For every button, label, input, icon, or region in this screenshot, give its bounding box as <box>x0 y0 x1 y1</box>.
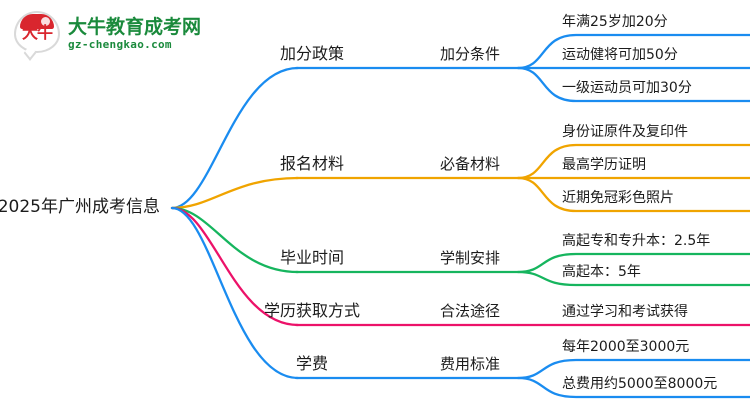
connector-path <box>516 143 750 180</box>
connector-path <box>516 270 750 287</box>
mindmap-l3-node-4-1[interactable]: 通过学习和考试获得 <box>562 304 688 320</box>
mindmap-l3-node-3-2[interactable]: 高起本：5年 <box>562 264 641 280</box>
connector-path <box>516 252 750 274</box>
logo-subtitle: gz-chengkao.com <box>68 38 172 51</box>
mindmap-l3-node-3-1[interactable]: 高起专和专升本：2.5年 <box>562 233 711 249</box>
mindmap-l3-node-1-2[interactable]: 运动健将可加50分 <box>562 47 678 63</box>
connector-path <box>516 376 750 399</box>
site-logo: 大牛 大牛教育成考网 gz-chengkao.com <box>14 8 204 61</box>
mindmap-l3-node-2-2[interactable]: 最高学历证明 <box>562 157 646 173</box>
connector-path <box>170 206 300 380</box>
logo-mark-text: 大牛 <box>21 23 53 42</box>
connector-path <box>170 176 300 210</box>
mindmap-l2-node-1[interactable]: 加分条件 <box>439 45 501 63</box>
connector-path <box>516 358 750 380</box>
connector-path <box>516 66 750 103</box>
mindmap-root-node[interactable]: 2025年广州成考信息 <box>0 197 160 217</box>
connector-path <box>170 66 300 210</box>
mindmap-l2-node-2[interactable]: 必备材料 <box>439 155 501 173</box>
logo-bull-icon: 大牛 <box>14 11 60 61</box>
mindmap-l3-node-2-3[interactable]: 近期免冠彩色照片 <box>562 190 674 206</box>
mindmap-l2-node-5[interactable]: 费用标准 <box>439 355 501 373</box>
mindmap-l3-node-5-2[interactable]: 总费用约5000至8000元 <box>562 376 718 392</box>
mindmap-l1-node-3[interactable]: 毕业时间 <box>279 248 345 267</box>
mindmap-l1-node-1[interactable]: 加分政策 <box>279 44 345 63</box>
connector-path <box>516 176 750 213</box>
connector-path <box>170 206 300 327</box>
mindmap-l3-node-1-3[interactable]: 一级运动员可加30分 <box>562 80 692 96</box>
mindmap-l1-node-5[interactable]: 学费 <box>295 354 329 373</box>
mindmap-l3-node-1-1[interactable]: 年满25岁加20分 <box>562 14 668 30</box>
mindmap-l1-node-2[interactable]: 报名材料 <box>279 154 345 173</box>
connector-path <box>516 33 750 70</box>
mindmap-l2-node-4[interactable]: 合法途径 <box>439 302 501 320</box>
mindmap-l2-node-3[interactable]: 学制安排 <box>439 249 501 267</box>
mindmap-l1-node-4[interactable]: 学历获取方式 <box>263 301 361 320</box>
mindmap-l3-node-5-1[interactable]: 每年2000至3000元 <box>562 339 690 355</box>
connector-path <box>170 206 300 274</box>
logo-title: 大牛教育成考网 <box>68 16 202 38</box>
mindmap-l3-node-2-1[interactable]: 身份证原件及复印件 <box>562 124 688 140</box>
